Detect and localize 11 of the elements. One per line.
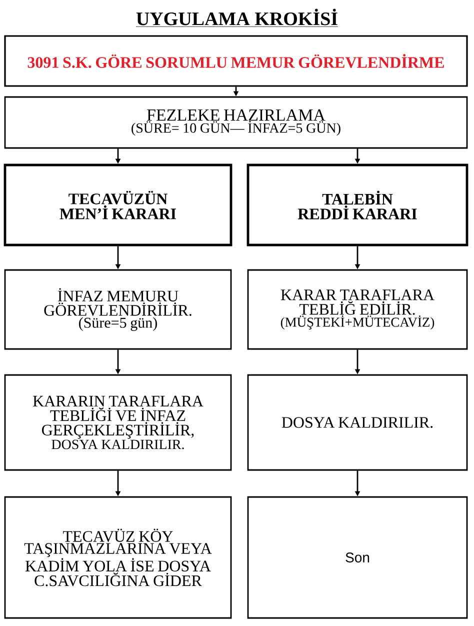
heading-box: 3091 S.K. GÖRE SORUMLU MEMUR GÖREVLENDİRME — [4, 35, 468, 87]
decision-box: TECAVÜZÜN MEN’İ KARARI — [4, 164, 232, 246]
process-box: TECAVÜZ KÖY TAŞINMAZLARINA VEYA KADİM YOLA İSE DOSYA C.SAVCILIĞINA GİDER — [4, 496, 232, 619]
process-box: FEZLEKE HAZIRLAMA (SÜRE= 10 GÜN— İNFAZ=5 GÜN) — [4, 96, 468, 149]
process-box: İNFAZ MEMURU GÖREVLENDİRİLİR. (Süre=5 gün) — [4, 269, 232, 350]
title: UYGULAMA KROKİSİ — [136, 8, 338, 27]
process-box: KARAR TARAFLARA TEBLİĞ EDİLİR. (MÜŞTEKİ+MÜTECAVİZ) — [247, 269, 468, 350]
decision-box: TALEBİN REDDİ KARARI — [246, 164, 468, 246]
process-box: KARARIN TARAFLARA TEBLİĞİ VE İNFAZ GERÇEKLEŞTİRİLİR, DOSYA KALDIRILIR. — [4, 374, 232, 471]
process-box: DOSYA KALDIRILIR. — [247, 374, 468, 471]
process-box: Son — [247, 496, 468, 619]
